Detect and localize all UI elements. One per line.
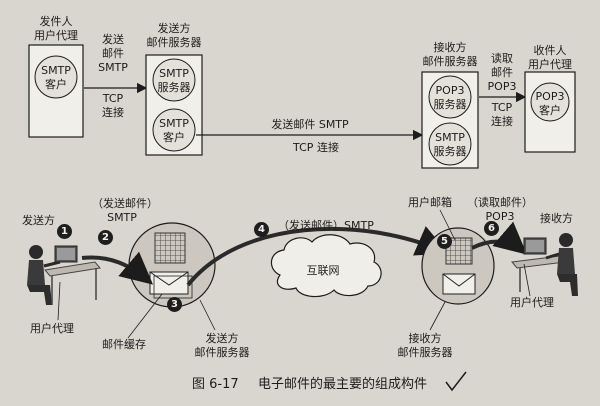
send-mail-1-line2: SMTP: [107, 211, 137, 224]
sender-server-grid: [154, 232, 186, 264]
arrow-mailbox-to-receiver: [471, 221, 528, 255]
link3-line3: POP3: [487, 80, 517, 93]
smtp-client-circle-sender: [34, 55, 78, 99]
sender-server-smtp-client-2: 客户: [163, 131, 185, 144]
leader-mail-buffer: [127, 293, 163, 339]
step-1-badge: 1: [57, 224, 72, 239]
leader-user-agent-right: [523, 263, 531, 297]
link3-line4: TCP: [491, 101, 513, 114]
internet-label: 互联网: [306, 264, 340, 277]
step-6-badge: 6: [484, 221, 499, 236]
pop3-server-circle: [428, 75, 472, 119]
pop3-server-2: 服务器: [433, 98, 467, 111]
receiver-server-label-2: 邮件服务器: [397, 346, 453, 359]
receiver-smtp-server-2: 服务器: [433, 145, 467, 158]
mail-buffer-envelope-icon: [149, 271, 193, 299]
sender-person-icon: [27, 245, 61, 305]
leader-sender-server: [199, 299, 216, 331]
link3-line5: 连接: [491, 115, 513, 128]
smtp-server-circle-sender: [152, 58, 196, 102]
sender-server-title-2: 邮件服务器: [146, 36, 202, 49]
smtp-server-circle-receiver: [428, 122, 472, 166]
figure-number: 图 6-17: [192, 377, 239, 392]
pop3-client-1: POP3: [535, 90, 565, 103]
leader-mailbox: [439, 209, 456, 241]
link3-line1: 读取: [491, 52, 513, 65]
pop3-server-1: POP3: [435, 84, 465, 97]
sender-ua-title-1: 发件人: [39, 15, 73, 28]
link1-line1: 发送: [102, 33, 124, 46]
receiver-ua-title-2: 用户代理: [528, 58, 572, 71]
receiver-computer-icon: [511, 237, 566, 292]
mail-buffer-label: 邮件缓存: [102, 338, 146, 351]
arrow-sender-to-buffer: [81, 251, 154, 285]
internet-cloud: [270, 234, 382, 298]
middle-link-line1: 发送邮件 SMTP: [271, 118, 349, 131]
step-5-badge: 5: [437, 234, 452, 249]
sender-smtp-client-2: 客户: [45, 78, 67, 91]
user-agent-right-label: 用户代理: [510, 296, 554, 309]
receiver-envelope-icon: [442, 273, 476, 295]
receiver-server-title-1: 接收方: [433, 41, 467, 54]
sender-server-smtp-client-1: SMTP: [159, 117, 189, 130]
step-3-badge: 3: [167, 297, 182, 312]
pop3-client-2: 客户: [539, 104, 561, 117]
link1-line4: TCP: [102, 92, 124, 105]
sender-smtp-server-1: SMTP: [159, 67, 189, 80]
middle-link-line2: TCP 连接: [293, 141, 339, 154]
arrow-smtp-transfer: [186, 226, 449, 287]
sender-server-label-2: 邮件服务器: [194, 346, 250, 359]
check-mark-icon: [445, 371, 467, 392]
pop3-client-circle: [530, 82, 570, 122]
user-agent-left-label: 用户代理: [30, 322, 74, 335]
leader-user-agent-left: [57, 281, 61, 321]
receiver-smtp-server-1: SMTP: [435, 131, 465, 144]
leader-receiver-server: [429, 301, 446, 331]
receiver-person-icon: [545, 233, 578, 296]
receiver-server-label-1: 接收方: [408, 332, 442, 345]
link1-line5: 连接: [102, 106, 124, 119]
step-2-badge: 2: [98, 230, 113, 245]
send-mail-1-line1: （发送邮件）: [92, 197, 158, 210]
sender-label: 发送方: [22, 214, 55, 227]
read-mail-line1: （读取邮件）: [467, 196, 533, 209]
sender-server-title-1: 发送方: [157, 22, 191, 35]
sender-server-label-1: 发送方: [205, 332, 239, 345]
receiver-ua-title-1: 收件人: [533, 44, 567, 57]
receiver-label: 接收方: [540, 212, 573, 225]
link3-line2: 邮件: [491, 66, 513, 79]
send-mail-4-label: （发送邮件）SMTP: [278, 219, 374, 232]
link1-line3: SMTP: [98, 61, 128, 74]
link1-line2: 邮件: [102, 47, 124, 60]
receiver-server-title-2: 邮件服务器: [422, 55, 478, 68]
smtp-client-circle-sender-server: [152, 108, 196, 152]
mailbox-label: 用户邮箱: [408, 196, 452, 209]
sender-smtp-client-1: SMTP: [41, 64, 71, 77]
figure-caption: 电子邮件的最主要的组成构件: [258, 377, 428, 392]
sender-ua-title-2: 用户代理: [34, 29, 78, 42]
sender-smtp-server-2: 服务器: [157, 81, 191, 94]
read-mail-line2: POP3: [485, 210, 515, 223]
sender-computer-icon: [44, 245, 101, 305]
step-4-badge: 4: [254, 222, 269, 237]
